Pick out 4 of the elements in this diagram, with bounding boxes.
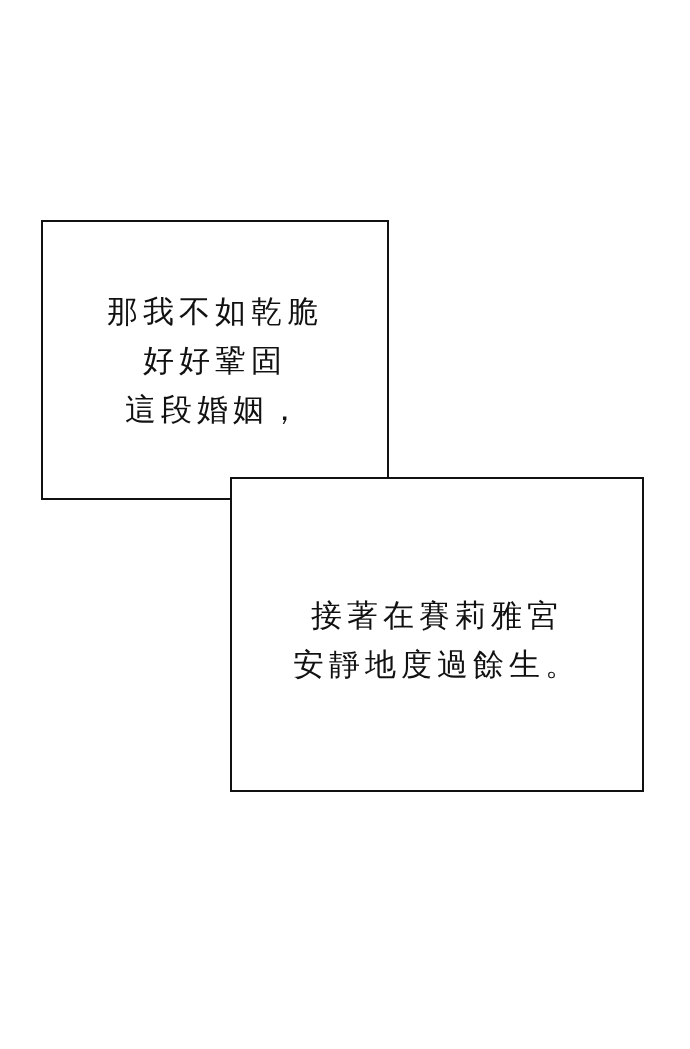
caption-text: 接著在賽莉雅宮安靜地度過餘生。 xyxy=(293,595,581,684)
caption-text: 那我不如乾脆好好鞏固這段婚姻， xyxy=(107,291,323,429)
caption-box xyxy=(41,220,389,500)
caption-box xyxy=(230,477,644,792)
